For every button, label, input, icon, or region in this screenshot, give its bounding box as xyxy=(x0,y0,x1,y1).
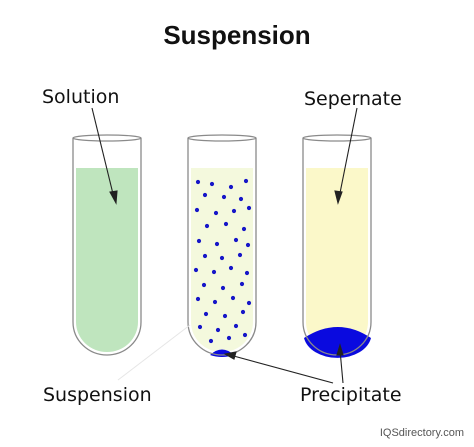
particle-dot xyxy=(230,295,236,301)
particle-dot xyxy=(246,300,252,306)
particle-dot xyxy=(209,181,215,187)
suspended-particles xyxy=(193,178,252,344)
particle-dot xyxy=(213,210,219,216)
particle-dot xyxy=(242,332,248,338)
particle-dot xyxy=(203,311,209,317)
particle-dot xyxy=(195,296,201,302)
particle-dot xyxy=(202,192,208,198)
particle-dot xyxy=(241,226,247,232)
particle-dot xyxy=(243,178,249,184)
suspension-connector xyxy=(117,324,191,381)
particle-dot xyxy=(220,285,226,291)
particle-dot xyxy=(196,238,202,244)
supernatant-arrow-head xyxy=(334,190,343,205)
particle-dot xyxy=(222,313,228,319)
particle-dot xyxy=(219,255,225,261)
particle-dot xyxy=(204,223,210,229)
suspension-tube-rim xyxy=(187,134,257,142)
pointer-arrows xyxy=(91,107,358,384)
watermark-logo: IQSdirectory.com xyxy=(379,427,464,439)
particle-dot xyxy=(228,184,234,190)
precipitate-arrow-line-1 xyxy=(229,354,334,384)
solution-label: Solution xyxy=(42,86,120,108)
particle-dot xyxy=(223,221,229,227)
supernatant-arrow-line xyxy=(338,107,358,199)
particle-dot xyxy=(228,265,234,271)
particle-dot xyxy=(231,208,237,214)
particle-dot xyxy=(246,205,252,211)
particle-dot xyxy=(244,270,250,276)
supernatant-tube xyxy=(302,134,372,358)
particle-dot xyxy=(214,241,220,247)
particle-dot xyxy=(240,309,246,315)
particle-dot xyxy=(202,253,208,259)
particle-dot xyxy=(201,282,207,288)
solution-arrow-head xyxy=(109,190,118,205)
particle-dot xyxy=(233,323,239,329)
particle-dot xyxy=(238,196,244,202)
particle-dot xyxy=(212,299,218,305)
particle-dot xyxy=(195,179,201,185)
precipitate-arrow-head-1 xyxy=(223,351,237,360)
particle-dot xyxy=(193,267,199,273)
solution-tube-rim xyxy=(72,134,142,142)
particle-dot xyxy=(211,269,217,275)
solution-tube xyxy=(72,134,142,356)
particle-dot xyxy=(226,335,232,341)
particle-dot xyxy=(233,237,239,243)
solution-arrow-line xyxy=(91,107,115,199)
particle-dot xyxy=(239,281,245,287)
supernatant-tube-rim xyxy=(302,134,372,142)
supernatant-liquid xyxy=(306,168,368,352)
particle-dot xyxy=(237,252,243,258)
solution-tube-outline xyxy=(72,138,142,356)
suspension-tube-outline xyxy=(187,138,257,356)
solution-liquid xyxy=(76,168,138,352)
particle-dot xyxy=(221,194,227,200)
particle-dot xyxy=(208,338,214,344)
suspension-label: Suspension xyxy=(43,384,152,406)
particle-dot xyxy=(215,327,221,333)
precipitate-label: Precipitate xyxy=(300,384,402,406)
particle-dot xyxy=(194,207,200,213)
supernatant-label: Sepernate xyxy=(304,88,402,110)
suspension-tube xyxy=(187,134,257,357)
particle-dot xyxy=(197,324,203,330)
diagram-title: Suspension xyxy=(163,20,311,50)
precipitate-arrow-head-2 xyxy=(336,343,344,356)
particle-dot xyxy=(245,242,251,248)
